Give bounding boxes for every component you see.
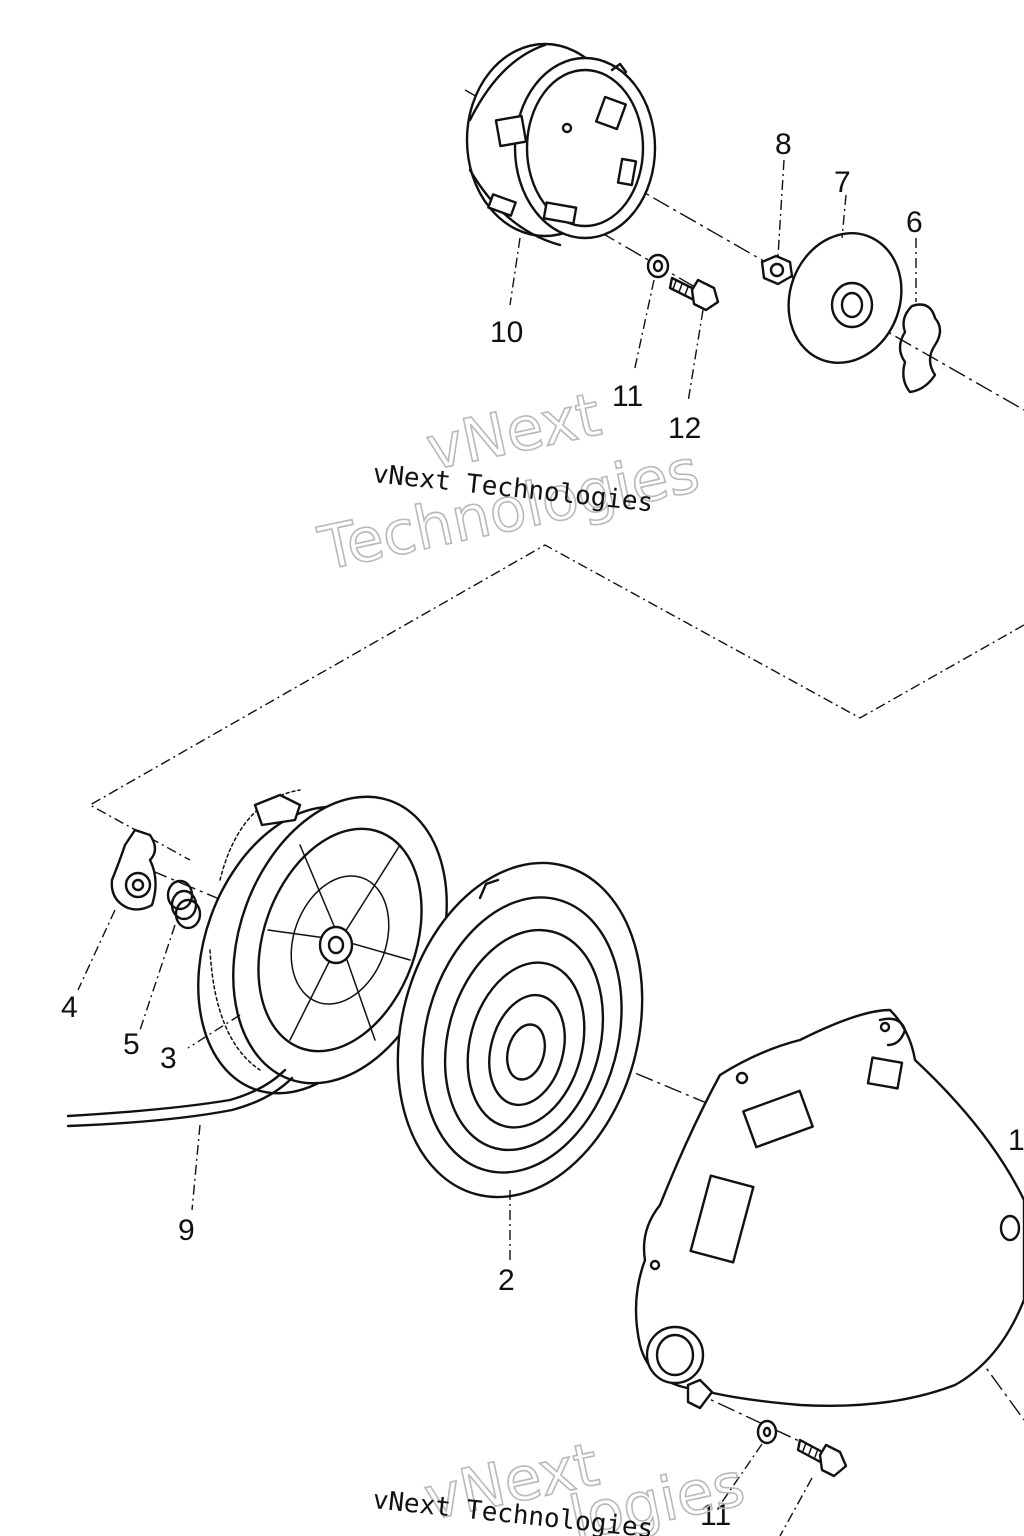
- starter-housing-part: [634, 1008, 1024, 1410]
- leader-8: [777, 159, 785, 257]
- top-assembly: 10 11 12 8 7 6: [464, 42, 1024, 445]
- leader-9: [191, 1124, 201, 1211]
- label-part-8: 8: [775, 128, 792, 161]
- watermark-bottom: vNext logies vNext Technologies: [371, 1429, 751, 1536]
- starter-rope-part: [66, 1068, 294, 1128]
- connection-path: [88, 544, 1024, 861]
- label-part-10: 10: [490, 316, 523, 349]
- label-part-6: 6: [906, 206, 923, 239]
- nut-part: [760, 254, 794, 286]
- label-part-3: 3: [160, 1042, 177, 1075]
- leader-11-top: [633, 279, 655, 373]
- recoil-spring-part: [396, 861, 644, 1199]
- assembly-connection-lines: [88, 544, 1024, 861]
- label-part-5: 5: [123, 1028, 140, 1061]
- washer-top-part: [646, 253, 670, 279]
- bolt-axis-line: [544, 199, 701, 291]
- starter-cup-part: [465, 42, 657, 247]
- leader-12-top: [687, 309, 704, 403]
- label-part-7: 7: [834, 166, 851, 199]
- leader-12-bottom: [779, 1477, 813, 1536]
- label-part-11-bottom: 11: [700, 1499, 731, 1532]
- washer-right-part: [999, 1214, 1021, 1242]
- rope-reel-part: [197, 789, 448, 1095]
- lower-assembly: 4 5 3 9 2 1 11: [61, 789, 1024, 1536]
- label-part-12-top: 12: [668, 412, 701, 445]
- label-part-4: 4: [61, 991, 78, 1024]
- label-part-11-top: 11: [612, 380, 643, 413]
- clip-part: [898, 303, 942, 394]
- housing-exit-line: [954, 1324, 1024, 1421]
- leader-11-bottom: [719, 1443, 763, 1506]
- leader-10: [509, 237, 521, 306]
- label-part-1-cut: 1: [1008, 1124, 1024, 1157]
- leader-7: [841, 194, 847, 239]
- label-part-9: 9: [178, 1214, 195, 1247]
- leader-5: [139, 924, 176, 1031]
- leader-4: [77, 909, 116, 991]
- label-part-2: 2: [498, 1264, 515, 1297]
- pulley-disc-part: [787, 231, 903, 365]
- watermark-top: vNext Technologies vNext Technologies: [312, 379, 706, 586]
- pawl-part: [110, 828, 157, 911]
- washer-bottom-part: [756, 1419, 778, 1445]
- bolt-bottom-part: [796, 1438, 848, 1478]
- bolt-top-part: [668, 276, 720, 312]
- pawl-spring-part: [166, 879, 202, 930]
